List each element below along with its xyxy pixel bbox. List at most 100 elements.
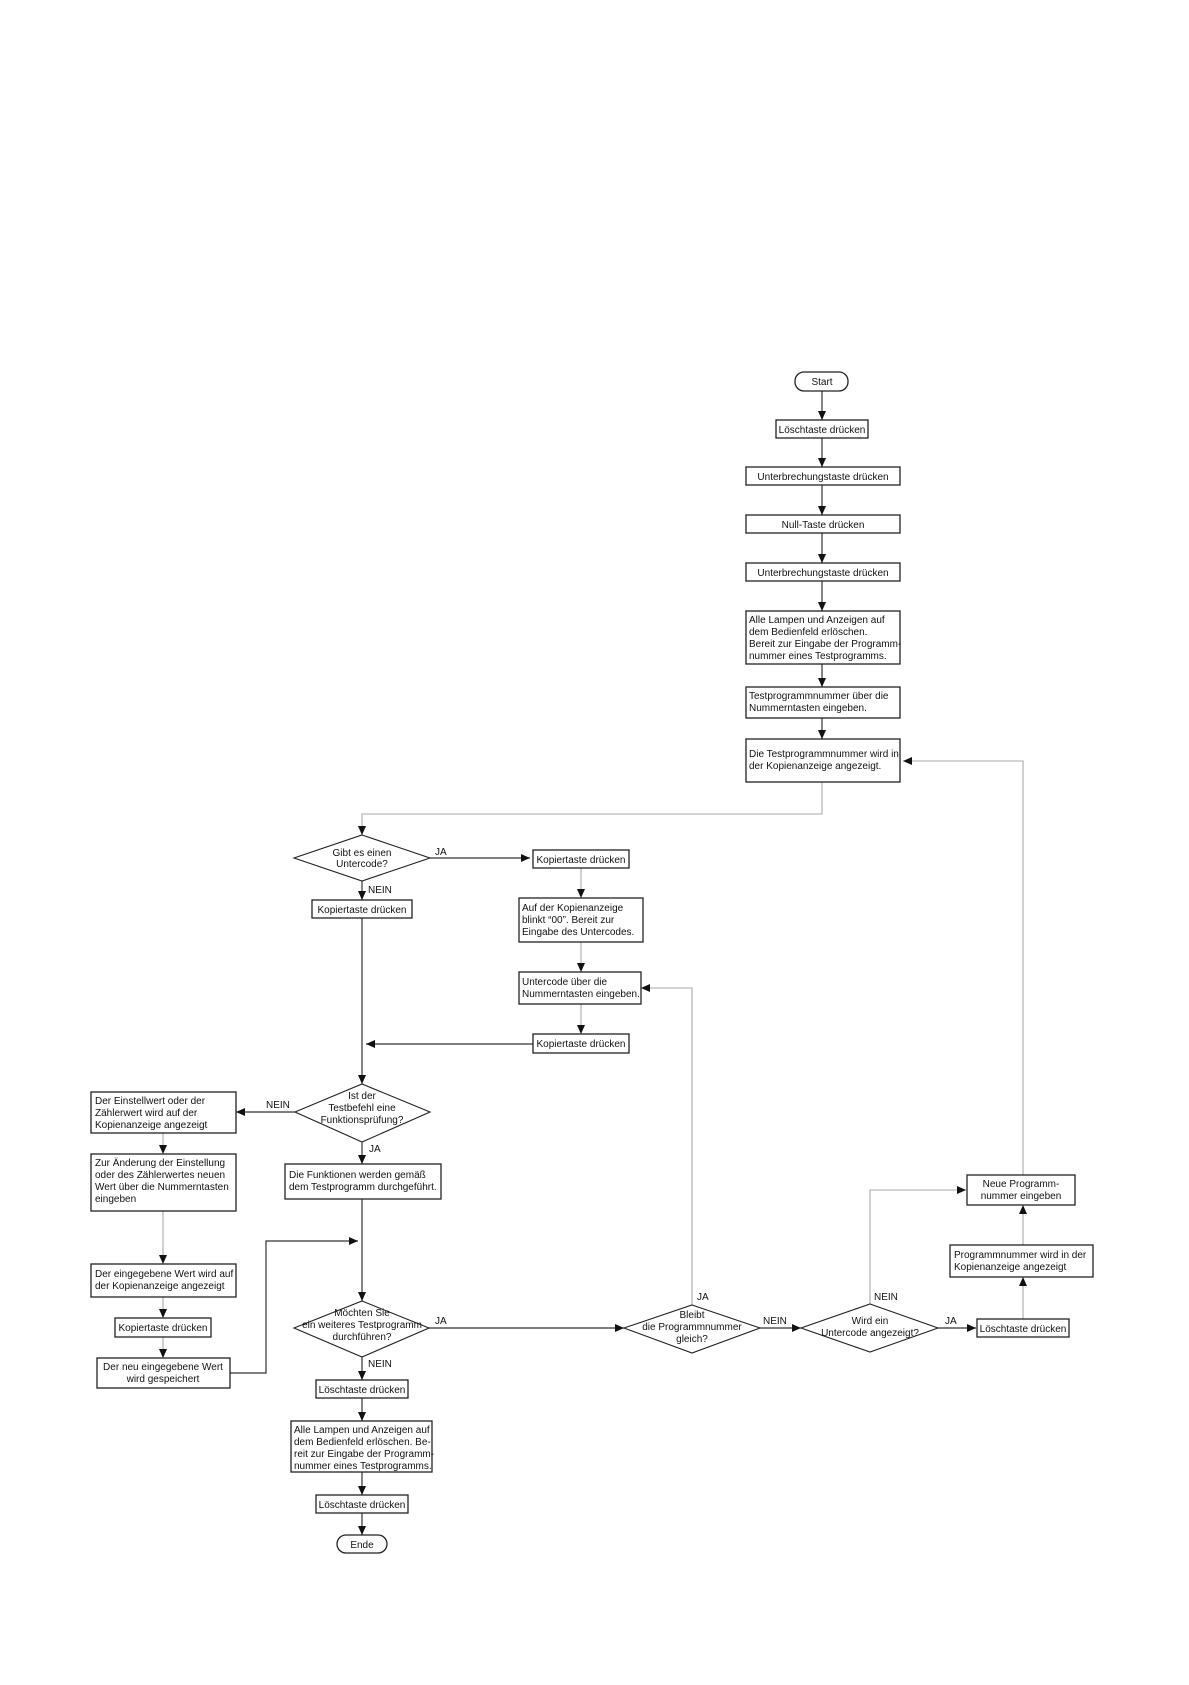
- svg-text:Gibt es einen: Gibt es einen: [333, 848, 392, 859]
- step-testprogrammnummer-angezeigt: Die Testprogrammnummer wird in der Kopie…: [745, 738, 901, 783]
- svg-text:Ende: Ende: [350, 1540, 374, 1551]
- svg-text:wird gespeichert: wird gespeichert: [126, 1374, 200, 1385]
- decision-untercode: Gibt es einen Untercode?: [292, 834, 432, 882]
- svg-text:Bleibt: Bleibt: [679, 1310, 704, 1321]
- step-null-taste: Null-Taste drücken: [745, 514, 901, 534]
- step-loeschtaste-2: Löschtaste drücken: [315, 1379, 409, 1399]
- svg-text:Löschtaste drücken: Löschtaste drücken: [319, 1385, 406, 1396]
- start-terminal: Start: [794, 371, 849, 392]
- svg-text:reit zur Eingabe der Programm-: reit zur Eingabe der Programm-: [294, 1449, 434, 1460]
- step-lampen-erloeschen-2: Alle Lampen und Anzeigen auf dem Bedienf…: [290, 1420, 434, 1473]
- svg-text:Der Einstellwert oder der: Der Einstellwert oder der: [95, 1096, 206, 1107]
- svg-text:Kopiertaste drücken: Kopiertaste drücken: [537, 1039, 626, 1050]
- svg-text:Nummerntasten eingeben.: Nummerntasten eingeben.: [749, 703, 867, 714]
- svg-text:Eingabe des Untercodes.: Eingabe des Untercodes.: [522, 927, 634, 938]
- step-untercode-eingeben: Untercode über die Nummerntasten eingebe…: [518, 971, 642, 1005]
- svg-text:Null-Taste drücken: Null-Taste drücken: [782, 520, 865, 531]
- end-terminal: Ende: [336, 1534, 388, 1554]
- svg-text:Untercode angezeigt?: Untercode angezeigt?: [821, 1328, 919, 1339]
- label-d4-nein: NEIN: [763, 1316, 787, 1327]
- step-eingegebener-wert-angezeigt: Der eingegebene Wert wird auf der Kopien…: [90, 1263, 237, 1298]
- svg-text:ein weiteres Testprogramm: ein weiteres Testprogramm: [302, 1320, 422, 1331]
- svg-text:nummer eines Testprogramms.: nummer eines Testprogramms.: [749, 651, 887, 662]
- svg-text:Kopienanzeige angezeigt: Kopienanzeige angezeigt: [954, 1262, 1067, 1273]
- svg-text:Der eingegebene Wert wird auf: Der eingegebene Wert wird auf: [95, 1269, 233, 1280]
- svg-text:nummer eingeben: nummer eingeben: [981, 1191, 1062, 1202]
- label-d1-ja: JA: [435, 847, 447, 858]
- svg-text:Löschtaste drücken: Löschtaste drücken: [980, 1324, 1067, 1335]
- svg-text:Start: Start: [811, 377, 832, 388]
- svg-text:Kopiertaste drücken: Kopiertaste drücken: [119, 1323, 208, 1334]
- svg-text:Kopiertaste drücken: Kopiertaste drücken: [537, 855, 626, 866]
- label-d2-nein: NEIN: [266, 1100, 290, 1111]
- label-d4-ja: JA: [697, 1292, 709, 1303]
- svg-text:Unterbrechungstaste drücken: Unterbrechungstaste drücken: [757, 472, 888, 483]
- svg-text:Untercode?: Untercode?: [336, 859, 388, 870]
- svg-text:Löschtaste drücken: Löschtaste drücken: [319, 1500, 406, 1511]
- svg-text:Löschtaste drücken: Löschtaste drücken: [779, 425, 866, 436]
- label-d2-ja: JA: [369, 1144, 381, 1155]
- svg-text:Wert über die Nummerntasten: Wert über die Nummerntasten: [95, 1182, 229, 1193]
- svg-text:nummer eines Testprogramms.: nummer eines Testprogramms.: [294, 1461, 432, 1472]
- decision-funktionspruefung: Ist der Testbefehl eine Funktionsprüfung…: [293, 1083, 432, 1143]
- svg-text:Der neu eingegebene Wert: Der neu eingegebene Wert: [103, 1362, 223, 1373]
- label-d1-nein: NEIN: [368, 885, 392, 896]
- step-testprogrammnummer-eingeben: Testprogrammnummer über die Nummerntaste…: [745, 686, 901, 719]
- svg-text:Ist der: Ist der: [348, 1091, 376, 1102]
- connectors: [159, 391, 1027, 1535]
- step-kopiertaste-sub-1: Kopiertaste drücken: [532, 849, 630, 869]
- label-d5-ja: JA: [945, 1316, 957, 1327]
- svg-text:gleich?: gleich?: [676, 1334, 708, 1345]
- svg-text:Testprogrammnummer über die: Testprogrammnummer über die: [749, 691, 889, 702]
- svg-text:oder des Zählerwertes neuen: oder des Zählerwertes neuen: [95, 1170, 225, 1181]
- svg-text:Auf der Kopienanzeige: Auf der Kopienanzeige: [522, 903, 624, 914]
- svg-text:Bereit zur Eingabe der Program: Bereit zur Eingabe der Programm-: [749, 639, 901, 650]
- svg-text:blinkt “00”. Bereit zur: blinkt “00”. Bereit zur: [522, 915, 615, 926]
- label-d3-ja: JA: [435, 1316, 447, 1327]
- decision-weiteres-testprogramm: Möchten Sie ein weiteres Testprogramm du…: [292, 1300, 431, 1358]
- svg-text:durchführen?: durchführen?: [333, 1332, 392, 1343]
- svg-text:die Programmnummer: die Programmnummer: [642, 1322, 742, 1333]
- step-lampen-erloeschen-1: Alle Lampen und Anzeigen auf dem Bedienf…: [745, 610, 901, 665]
- svg-text:dem Bedienfeld erlöschen. Be-: dem Bedienfeld erlöschen. Be-: [294, 1437, 431, 1448]
- svg-text:Neue Programm-: Neue Programm-: [983, 1179, 1060, 1190]
- step-wert-gespeichert: Der neu eingegebene Wert wird gespeicher…: [96, 1357, 231, 1389]
- svg-text:Alle Lampen und Anzeigen auf: Alle Lampen und Anzeigen auf: [749, 615, 885, 626]
- step-unterbrechungstaste-2: Unterbrechungstaste drücken: [745, 562, 901, 582]
- svg-text:der Kopienanzeige angezeigt: der Kopienanzeige angezeigt: [95, 1281, 225, 1292]
- svg-text:Testbefehl eine: Testbefehl eine: [328, 1103, 396, 1114]
- svg-text:Die Testprogrammnummer wird in: Die Testprogrammnummer wird in: [749, 749, 899, 760]
- svg-text:Programmnummer wird in der: Programmnummer wird in der: [954, 1250, 1087, 1261]
- decision-untercode-angezeigt: Wird ein Untercode angezeigt?: [799, 1303, 940, 1353]
- svg-text:dem Bedienfeld erlöschen.: dem Bedienfeld erlöschen.: [749, 627, 867, 638]
- svg-text:Nummerntasten eingeben.: Nummerntasten eingeben.: [522, 989, 640, 1000]
- svg-text:Untercode über die: Untercode über die: [522, 977, 607, 988]
- svg-text:Zur Änderung der Einstellung: Zur Änderung der Einstellung: [95, 1157, 225, 1169]
- step-neuen-wert-eingeben: Zur Änderung der Einstellung oder des Zä…: [90, 1153, 237, 1212]
- decision-programmnummer-gleich: Bleibt die Programmnummer gleich?: [622, 1304, 762, 1354]
- svg-text:dem Testprogramm durchgeführt.: dem Testprogramm durchgeführt.: [289, 1182, 437, 1193]
- step-unterbrechungstaste-1: Unterbrechungstaste drücken: [745, 466, 901, 486]
- step-kopiertaste-sub-2: Kopiertaste drücken: [532, 1033, 630, 1054]
- svg-text:eingeben: eingeben: [95, 1194, 136, 1205]
- step-blinkt-00: Auf der Kopienanzeige blinkt “00”. Berei…: [518, 897, 644, 943]
- step-programmnummer-angezeigt: Programmnummer wird in der Kopienanzeige…: [949, 1244, 1094, 1278]
- step-funktionen-durchgefuehrt: Die Funktionen werden gemäß dem Testprog…: [284, 1163, 442, 1200]
- step-loeschtaste-4: Löschtaste drücken: [976, 1318, 1070, 1338]
- step-kopiertaste-left: Kopiertaste drücken: [114, 1317, 212, 1338]
- svg-text:Zählerwert wird auf der: Zählerwert wird auf der: [95, 1108, 198, 1119]
- step-loeschtaste-3: Löschtaste drücken: [315, 1494, 409, 1514]
- label-d5-nein: NEIN: [874, 1292, 898, 1303]
- svg-text:Kopiertaste drücken: Kopiertaste drücken: [318, 905, 407, 916]
- svg-text:Alle Lampen und Anzeigen auf: Alle Lampen und Anzeigen auf: [294, 1425, 430, 1436]
- svg-text:Unterbrechungstaste drücken: Unterbrechungstaste drücken: [757, 568, 888, 579]
- svg-text:Möchten Sie: Möchten Sie: [334, 1308, 390, 1319]
- svg-text:Wird ein: Wird ein: [852, 1316, 889, 1327]
- step-neue-programmnummer: Neue Programm- nummer eingeben: [966, 1174, 1076, 1206]
- step-einstellwert-angezeigt: Der Einstellwert oder der Zählerwert wir…: [90, 1091, 237, 1134]
- label-d3-nein: NEIN: [368, 1359, 392, 1370]
- svg-text:Die Funktionen werden gemäß: Die Funktionen werden gemäß: [289, 1170, 426, 1181]
- svg-text:der Kopienanzeige angezeigt.: der Kopienanzeige angezeigt.: [749, 761, 881, 772]
- step-loeschtaste-1: Löschtaste drücken: [775, 419, 869, 439]
- svg-text:Funktionsprüfung?: Funktionsprüfung?: [321, 1115, 404, 1126]
